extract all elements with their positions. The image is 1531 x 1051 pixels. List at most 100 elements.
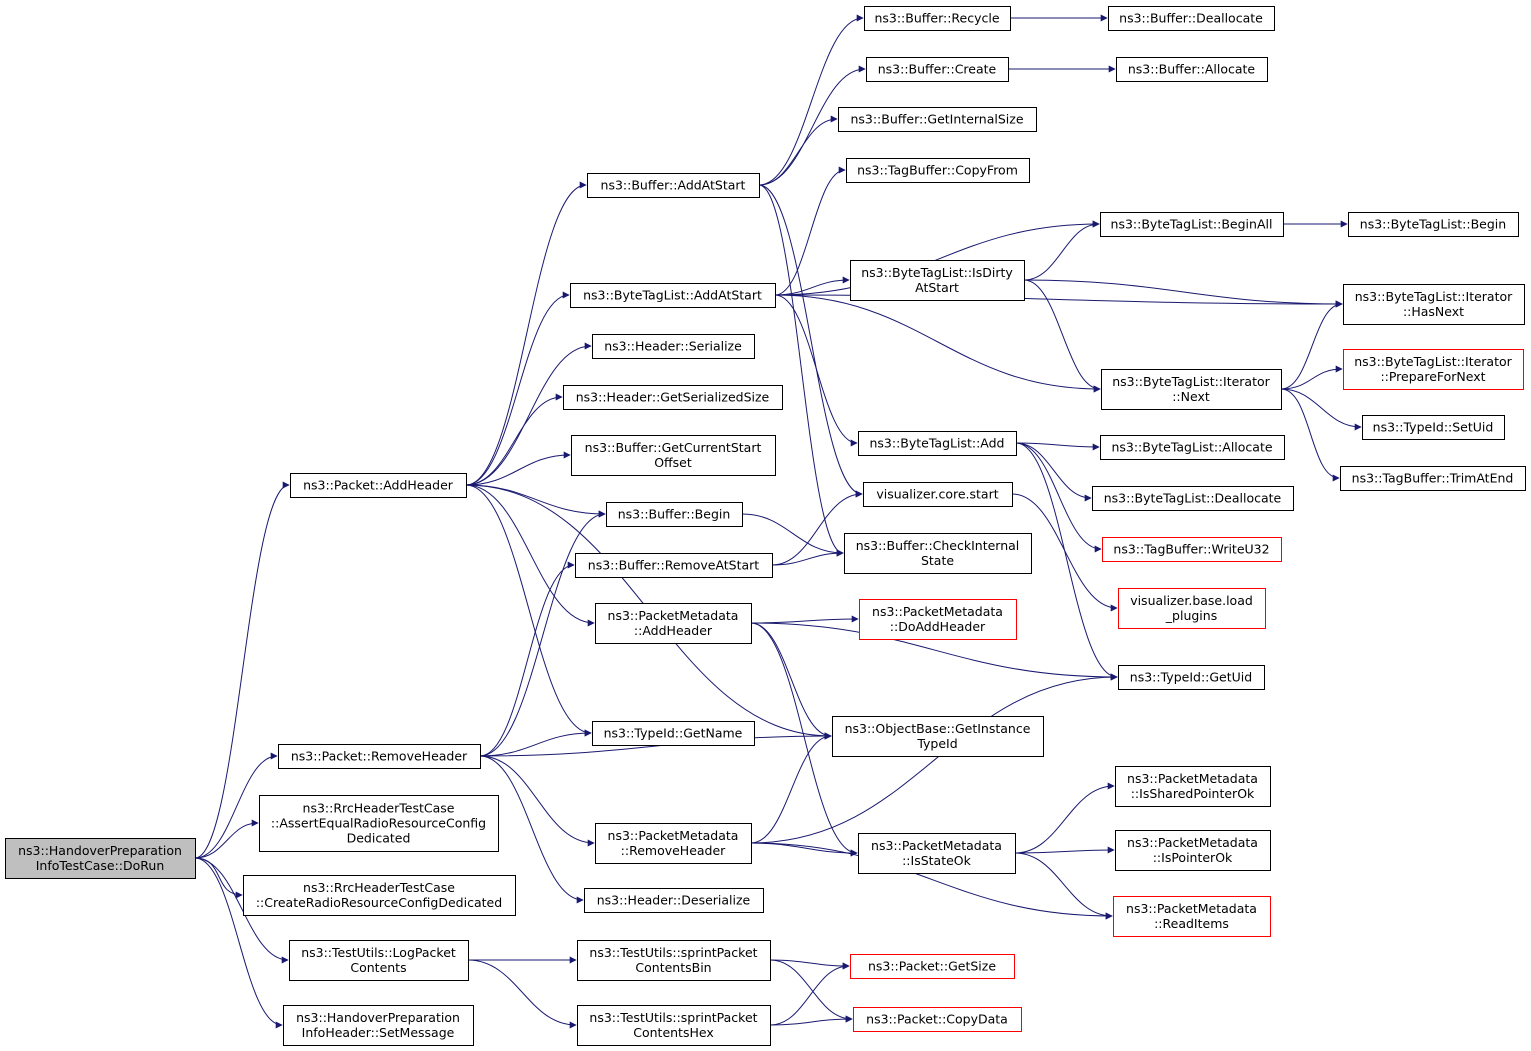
node-btl_addatstart[interactable]: ns3::ByteTagList::AddAtStart — [570, 283, 776, 308]
node-label: Contents — [350, 960, 406, 975]
node-label: ns3::Header::Serialize — [604, 339, 742, 354]
node-label: ns3::ByteTagList::Allocate — [1111, 440, 1272, 455]
node-buf_deallocate[interactable]: ns3::Buffer::Deallocate — [1108, 6, 1275, 31]
node-label: ns3::PacketMetadata — [871, 838, 1002, 853]
node-pm_removeheader[interactable]: ns3::PacketMetadata::RemoveHeader — [595, 823, 752, 864]
edge-buf_addatstart-to-viz_core_start — [758, 184, 863, 498]
node-pkt_copydata[interactable]: ns3::Packet::CopyData — [853, 1007, 1022, 1032]
edge-root-to-tu_log — [194, 857, 289, 964]
node-label: ::CreateRadioResourceConfigDedicated — [256, 895, 502, 910]
node-box — [1348, 212, 1519, 237]
node-label: ns3::TypeId::GetUid — [1130, 670, 1252, 685]
node-buf_allocate[interactable]: ns3::Buffer::Allocate — [1116, 57, 1268, 82]
node-pm_readitems[interactable]: ns3::PacketMetadata::ReadItems — [1113, 896, 1271, 937]
node-label: ns3::Packet::CopyData — [866, 1012, 1008, 1027]
node-btl_allocate[interactable]: ns3::ByteTagList::Allocate — [1100, 435, 1285, 460]
node-pkt_removeheader[interactable]: ns3::Packet::RemoveHeader — [278, 744, 481, 769]
node-btl_deallocate[interactable]: ns3::ByteTagList::Deallocate — [1092, 486, 1294, 511]
node-label: ns3::ByteTagList::Iterator — [1354, 354, 1512, 369]
node-pm_isstateok[interactable]: ns3::PacketMetadata::IsStateOk — [858, 833, 1016, 874]
node-label: ns3::Buffer::Deallocate — [1119, 11, 1263, 26]
edge-buf_addatstart-to-buf_recycle — [758, 14, 864, 186]
node-label: ::AddHeader — [634, 623, 713, 638]
node-box — [259, 795, 499, 852]
edge-pm_addheader-to-pm_doaddheader — [750, 615, 859, 624]
node-box — [846, 158, 1030, 183]
node-pm_doaddheader[interactable]: ns3::PacketMetadata::DoAddHeader — [859, 599, 1017, 640]
node-btl_beginall[interactable]: ns3::ByteTagList::BeginAll — [1100, 212, 1284, 237]
edge-pkt_removeheader-to-buf_removeatstart — [479, 561, 575, 757]
node-box — [1108, 6, 1275, 31]
node-label: ::AssertEqualRadioResourceConfig — [271, 816, 486, 831]
node-box — [1113, 896, 1271, 937]
node-pkt_addheader[interactable]: ns3::Packet::AddHeader — [290, 473, 467, 498]
node-typeid_setuid[interactable]: ns3::TypeId::SetUid — [1362, 415, 1505, 440]
node-pm_issharedptrok[interactable]: ns3::PacketMetadata::IsSharedPointerOk — [1115, 766, 1271, 807]
node-buf_removeatstart[interactable]: ns3::Buffer::RemoveAtStart — [575, 553, 773, 578]
node-label: ns3::Packet::GetSize — [868, 959, 996, 974]
node-box — [606, 502, 743, 527]
edge-pkt_addheader-to-buf_getcurstart — [465, 451, 571, 486]
node-btl_add[interactable]: ns3::ByteTagList::Add — [858, 431, 1017, 456]
node-buf_create[interactable]: ns3::Buffer::Create — [866, 57, 1009, 82]
node-hdr_getsersize[interactable]: ns3::Header::GetSerializedSize — [563, 385, 783, 410]
edge-btl_addatstart-to-btl_iter_next — [774, 294, 1101, 393]
node-hdr_deserialize[interactable]: ns3::Header::Deserialize — [584, 888, 764, 913]
node-pkt_getsize[interactable]: ns3::Packet::GetSize — [850, 954, 1015, 979]
node-typeid_getname[interactable]: ns3::TypeId::GetName — [592, 721, 755, 746]
node-label: ns3::PacketMetadata — [1126, 901, 1257, 916]
node-hpih_setmsg[interactable]: ns3::HandoverPreparationInfoHeader::SetM… — [283, 1005, 474, 1046]
node-label: ns3::Buffer::GetInternalSize — [850, 112, 1023, 127]
node-rrc_create[interactable]: ns3::RrcHeaderTestCase::CreateRadioResou… — [243, 875, 516, 916]
node-label: ns3::ByteTagList::Iterator — [1112, 374, 1270, 389]
node-label: ns3::ByteTagList::BeginAll — [1111, 217, 1273, 232]
node-buf_recycle[interactable]: ns3::Buffer::Recycle — [864, 6, 1011, 31]
node-label: ns3::ByteTagList::IsDirty — [861, 265, 1013, 280]
node-buf_begin[interactable]: ns3::Buffer::Begin — [606, 502, 743, 527]
node-label: ns3::TagBuffer::TrimAtEnd — [1352, 471, 1514, 486]
node-box — [838, 107, 1037, 132]
node-pm_ispointerok[interactable]: ns3::PacketMetadata::IsPointerOk — [1115, 830, 1271, 871]
node-label: ns3::Packet::AddHeader — [303, 478, 454, 493]
node-btl_iter_hasnext[interactable]: ns3::ByteTagList::Iterator::HasNext — [1343, 284, 1525, 325]
edge-btl_isdirty-to-btl_iter_next — [1023, 279, 1101, 393]
node-viz_core_start[interactable]: visualizer.core.start — [863, 482, 1013, 507]
node-hdr_serialize[interactable]: ns3::Header::Serialize — [592, 334, 755, 359]
edge-pkt_removeheader-to-pm_removeheader — [479, 755, 595, 847]
node-typeid_getuid[interactable]: ns3::TypeId::GetUid — [1118, 665, 1265, 690]
node-label: ns3::TestUtils::LogPacket — [301, 945, 456, 960]
node-tagbuf_copyfrom[interactable]: ns3::TagBuffer::CopyFrom — [846, 158, 1030, 183]
node-btl_begin[interactable]: ns3::ByteTagList::Begin — [1348, 212, 1519, 237]
node-label: ::DoAddHeader — [890, 619, 986, 634]
node-label: InfoHeader::SetMessage — [302, 1025, 455, 1040]
node-buf_getinternalsize[interactable]: ns3::Buffer::GetInternalSize — [838, 107, 1037, 132]
node-label: ns3::PacketMetadata — [608, 608, 739, 623]
node-buf_addatstart[interactable]: ns3::Buffer::AddAtStart — [587, 173, 760, 198]
edge-btl_addatstart-to-tagbuf_copyfrom — [774, 166, 846, 296]
edge-buf_removeatstart-to-buf_checkinternal — [771, 549, 844, 566]
node-viz_base_load[interactable]: visualizer.base.load_plugins — [1118, 588, 1266, 629]
edge-tu_sprinthex-to-pkt_getsize — [769, 962, 850, 1026]
node-label: ns3::PacketMetadata — [1127, 835, 1258, 850]
node-btl_iter_next[interactable]: ns3::ByteTagList::Iterator::Next — [1101, 369, 1282, 410]
node-root[interactable]: ns3::HandoverPreparationInfoTestCase::Do… — [5, 838, 196, 879]
node-btl_iter_prepare[interactable]: ns3::ByteTagList::Iterator::PrepareForNe… — [1343, 349, 1524, 390]
edge-tu_sprintbin-to-pkt_copydata — [769, 959, 853, 1023]
node-box — [858, 431, 1017, 456]
node-label: Offset — [654, 455, 692, 470]
node-label: ns3::Header::Deserialize — [597, 893, 751, 908]
node-pm_addheader[interactable]: ns3::PacketMetadata::AddHeader — [595, 603, 752, 644]
edge-btl_iter_next-to-tagbuf_trimatend — [1280, 388, 1340, 482]
edge-btl_addatstart-to-btl_isdirty — [774, 276, 850, 296]
node-tagbuf_trimatend[interactable]: ns3::TagBuffer::TrimAtEnd — [1340, 466, 1526, 491]
node-rrc_assert[interactable]: ns3::RrcHeaderTestCase::AssertEqualRadio… — [259, 795, 499, 852]
node-label: ::HasNext — [1403, 304, 1464, 319]
node-tagbuf_writeu32[interactable]: ns3::TagBuffer::WriteU32 — [1102, 537, 1282, 562]
